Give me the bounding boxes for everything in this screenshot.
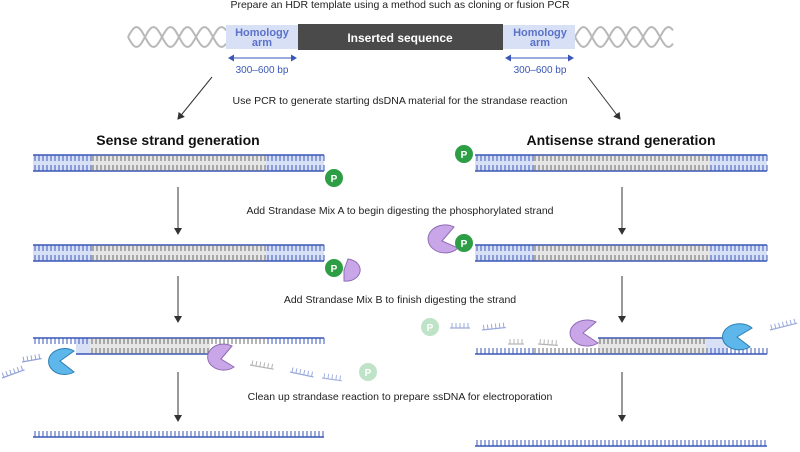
left-bp-label: 300–600 bp — [236, 65, 289, 76]
homology-arm-band — [266, 155, 324, 171]
homology-arm-band — [709, 245, 767, 261]
caption-prepare-template: Prepare an HDR template using a method s… — [230, 0, 570, 11]
left-arm-label-line1: Homology — [235, 27, 290, 39]
nucleotide-fragment — [21, 353, 42, 363]
homology-arm-band — [709, 155, 767, 171]
phosphate-label: P — [365, 368, 372, 379]
right-bp-label: 300–600 bp — [514, 65, 567, 76]
strandase-a-pacman-icon — [343, 258, 361, 282]
insert-band — [91, 155, 266, 171]
phosphate-icon — [325, 169, 343, 187]
nucleotide-fragment — [249, 360, 274, 370]
ssdna-products — [33, 431, 767, 447]
ssdna-product — [33, 431, 324, 438]
down-arrow-icon — [587, 76, 621, 120]
phosphate-icon — [325, 259, 343, 277]
phosphate-label: P — [331, 174, 338, 185]
partially-digested-dsdna — [33, 337, 768, 355]
phosphate-icon — [359, 363, 377, 381]
phosphate-label: P — [427, 323, 434, 334]
nucleotide-fragment — [537, 339, 558, 346]
nucleotide-fragment — [769, 318, 798, 331]
step-arrows — [174, 187, 626, 422]
caption-mix-b: Add Strandase Mix B to finish digesting … — [284, 294, 516, 306]
homology-arm-band — [33, 155, 91, 171]
phosphate-icon — [455, 234, 473, 252]
double-helix-icon — [127, 25, 227, 49]
dsdna-molecule — [475, 244, 768, 262]
right-homology-arm — [503, 25, 575, 49]
nucleotide-fragment — [450, 323, 470, 329]
right-arm-label-line1: Homology — [513, 27, 568, 39]
strandase-a-pacman-icon — [207, 343, 235, 371]
insert-band — [533, 155, 709, 171]
nucleotide-fragment — [481, 322, 506, 331]
homology-arm-band — [475, 155, 533, 171]
nucleotide-fragment — [508, 339, 524, 345]
phosphate-label: P — [331, 264, 338, 275]
inserted-sequence — [298, 24, 503, 50]
nucleotide-fragment — [289, 367, 314, 378]
enzymes — [48, 224, 753, 375]
homology-arm-band — [475, 245, 533, 261]
double-helix-icon — [574, 25, 674, 49]
phosphate-label: P — [461, 150, 468, 161]
left-homology-arm — [226, 25, 298, 49]
right-arm-label-line2: arm — [530, 37, 550, 49]
left-arm-label-line2: arm — [252, 37, 272, 49]
strandase-b-pacman-icon — [721, 323, 753, 351]
hdr-template: Homology arm Inserted sequence Homology … — [127, 24, 674, 76]
caption-cleanup: Clean up strandase reaction to prepare s… — [248, 391, 553, 403]
dsdna-strands — [33, 154, 768, 355]
phosphates: P P P P P P — [325, 145, 473, 381]
caption-pcr: Use PCR to generate starting dsDNA mater… — [233, 95, 568, 107]
heading-sense: Sense strand generation — [96, 132, 259, 148]
phosphate-icon — [421, 318, 439, 336]
nucleotide-fragment — [1, 365, 25, 379]
caption-mix-a: Add Strandase Mix A to begin digesting t… — [246, 205, 553, 217]
phosphate-label: P — [461, 239, 468, 250]
ssdna-product — [475, 440, 767, 447]
strandase-b-pacman-icon — [48, 348, 75, 375]
nucleotide-fragment — [321, 373, 342, 382]
digested-fragments — [1, 318, 798, 382]
heading-antisense: Antisense strand generation — [526, 132, 715, 148]
strandase-a-pacman-icon — [427, 224, 459, 254]
homology-arm-band — [266, 245, 324, 261]
dsdna-molecule — [475, 154, 768, 172]
dsdna-molecule — [33, 154, 325, 172]
insert-band — [91, 245, 266, 261]
homology-arm-band — [33, 245, 91, 261]
strandase-a-pacman-icon — [569, 319, 599, 347]
dsdna-molecule — [33, 244, 325, 262]
down-arrow-icon — [177, 76, 213, 120]
insert-label: Inserted sequence — [347, 31, 453, 45]
insert-band — [533, 245, 709, 261]
phosphate-icon — [455, 145, 473, 163]
